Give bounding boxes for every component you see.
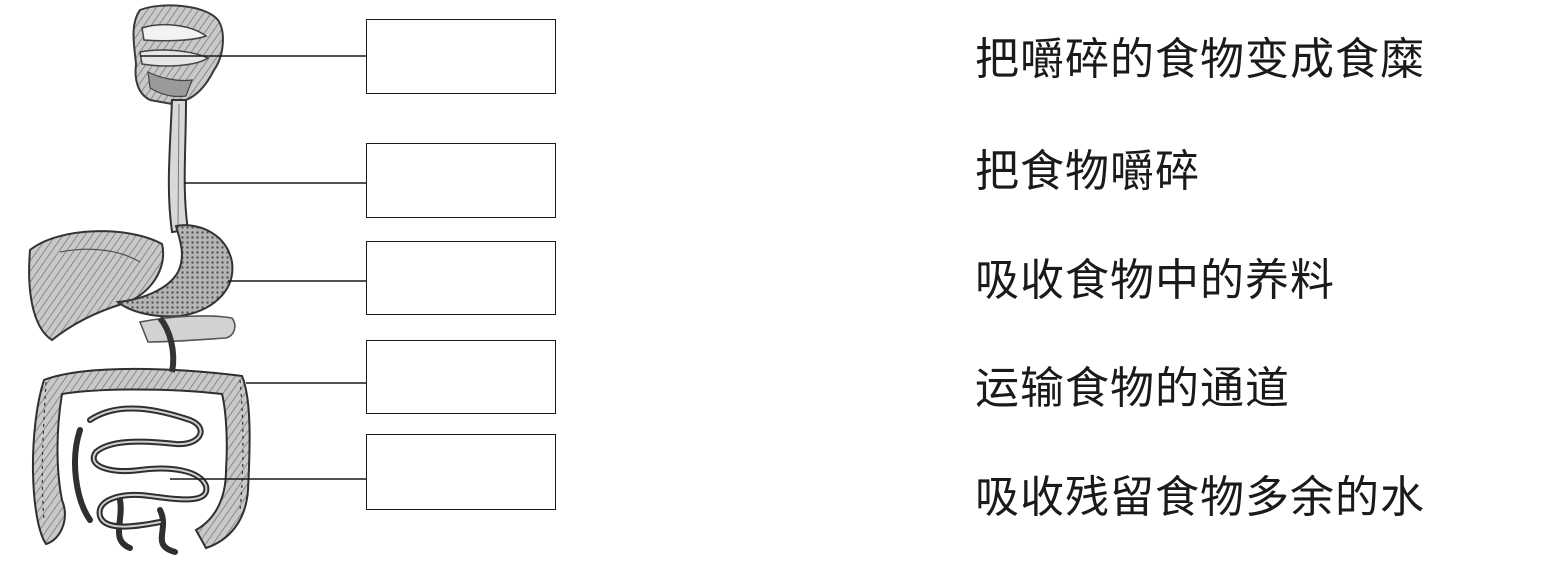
duodenum-illustration — [157, 316, 177, 373]
function-label-1: 把嚼碎的食物变成食糜 — [975, 34, 1425, 85]
stomach-illustration — [115, 224, 234, 318]
digestive-illustration — [28, 4, 251, 555]
pancreas-illustration — [138, 315, 236, 343]
function-label-2: 把食物嚼碎 — [975, 146, 1200, 197]
small-intestine-illustration — [72, 405, 210, 555]
mouth-illustration — [132, 4, 224, 106]
function-label-5: 吸收残留食物多余的水 — [975, 472, 1425, 523]
esophagus-illustration — [167, 99, 190, 234]
function-label-4: 运输食物的通道 — [975, 363, 1290, 414]
function-label-3: 吸收食物中的养料 — [975, 255, 1335, 306]
answer-box-large-intestine[interactable] — [366, 340, 556, 414]
answer-box-small-intestine[interactable] — [366, 434, 556, 510]
answer-box-esophagus[interactable] — [366, 143, 556, 218]
large-intestine-illustration — [32, 367, 251, 550]
answer-box-mouth[interactable] — [366, 19, 556, 94]
leader-lines — [140, 55, 366, 480]
answer-box-stomach[interactable] — [366, 241, 556, 315]
